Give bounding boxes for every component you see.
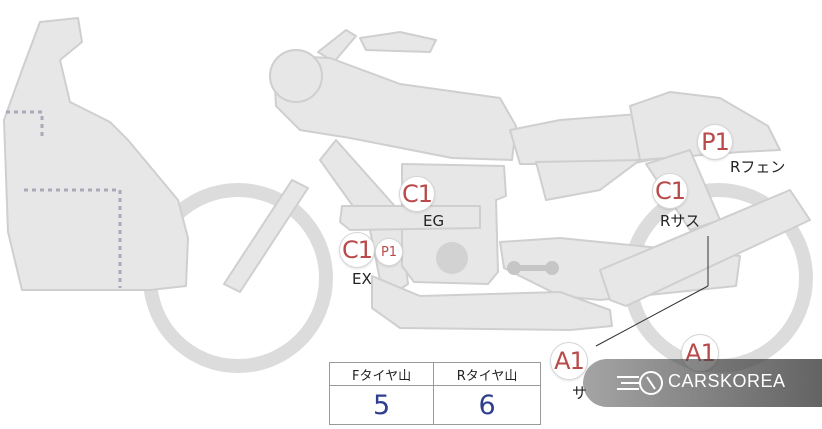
- tire-tread-table: Fタイヤ山 Rタイヤ山 5 6: [328, 362, 541, 425]
- rear-tire-header: Rタイヤ山: [433, 362, 541, 386]
- front-cowl: [3, 17, 189, 291]
- rear-tire-value: 6: [433, 385, 541, 425]
- marker-text: C1: [654, 177, 686, 205]
- exhaust-pipe: [371, 275, 613, 331]
- label-engine: EG: [423, 212, 445, 230]
- label-exhaust: EX: [352, 270, 372, 288]
- front-tire-header: Fタイヤ山: [328, 362, 435, 386]
- marker-text: P1: [380, 244, 398, 260]
- leader-line-2: [595, 285, 709, 347]
- marker-text: C1: [341, 236, 373, 264]
- marker-text: C1: [401, 180, 433, 208]
- marker-text: A1: [554, 347, 585, 375]
- muffler: [599, 189, 811, 307]
- engine-cover: [436, 242, 468, 274]
- marker-c1-engine: C1: [399, 176, 435, 212]
- label-rear-fender: Rフェン: [730, 158, 786, 176]
- carskorea-logo-icon: [617, 371, 663, 395]
- cowl-panel-line-1: [6, 110, 44, 140]
- front-tire-value: 5: [328, 385, 435, 425]
- marker-c1-rear-suspension: C1: [652, 173, 688, 209]
- watermark-text: CARSKOREA: [668, 371, 786, 391]
- side-cover: [535, 159, 641, 201]
- front-fork: [223, 179, 309, 293]
- marker-text: P1: [701, 128, 730, 156]
- handlebar-right: [359, 31, 437, 53]
- cowl-panel-line-2: [24, 188, 122, 288]
- label-rear-suspension: Rサス: [660, 212, 701, 230]
- marker-p1-exhaust: P1: [375, 238, 403, 266]
- exhaust-upper: [339, 205, 481, 231]
- headlamp: [269, 49, 323, 103]
- marker-a1-left: A1: [550, 342, 588, 380]
- marker-c1-exhaust: C1: [339, 232, 375, 268]
- marker-p1-rear-fender: P1: [697, 124, 733, 160]
- watermark: CARSKOREA: [583, 359, 822, 407]
